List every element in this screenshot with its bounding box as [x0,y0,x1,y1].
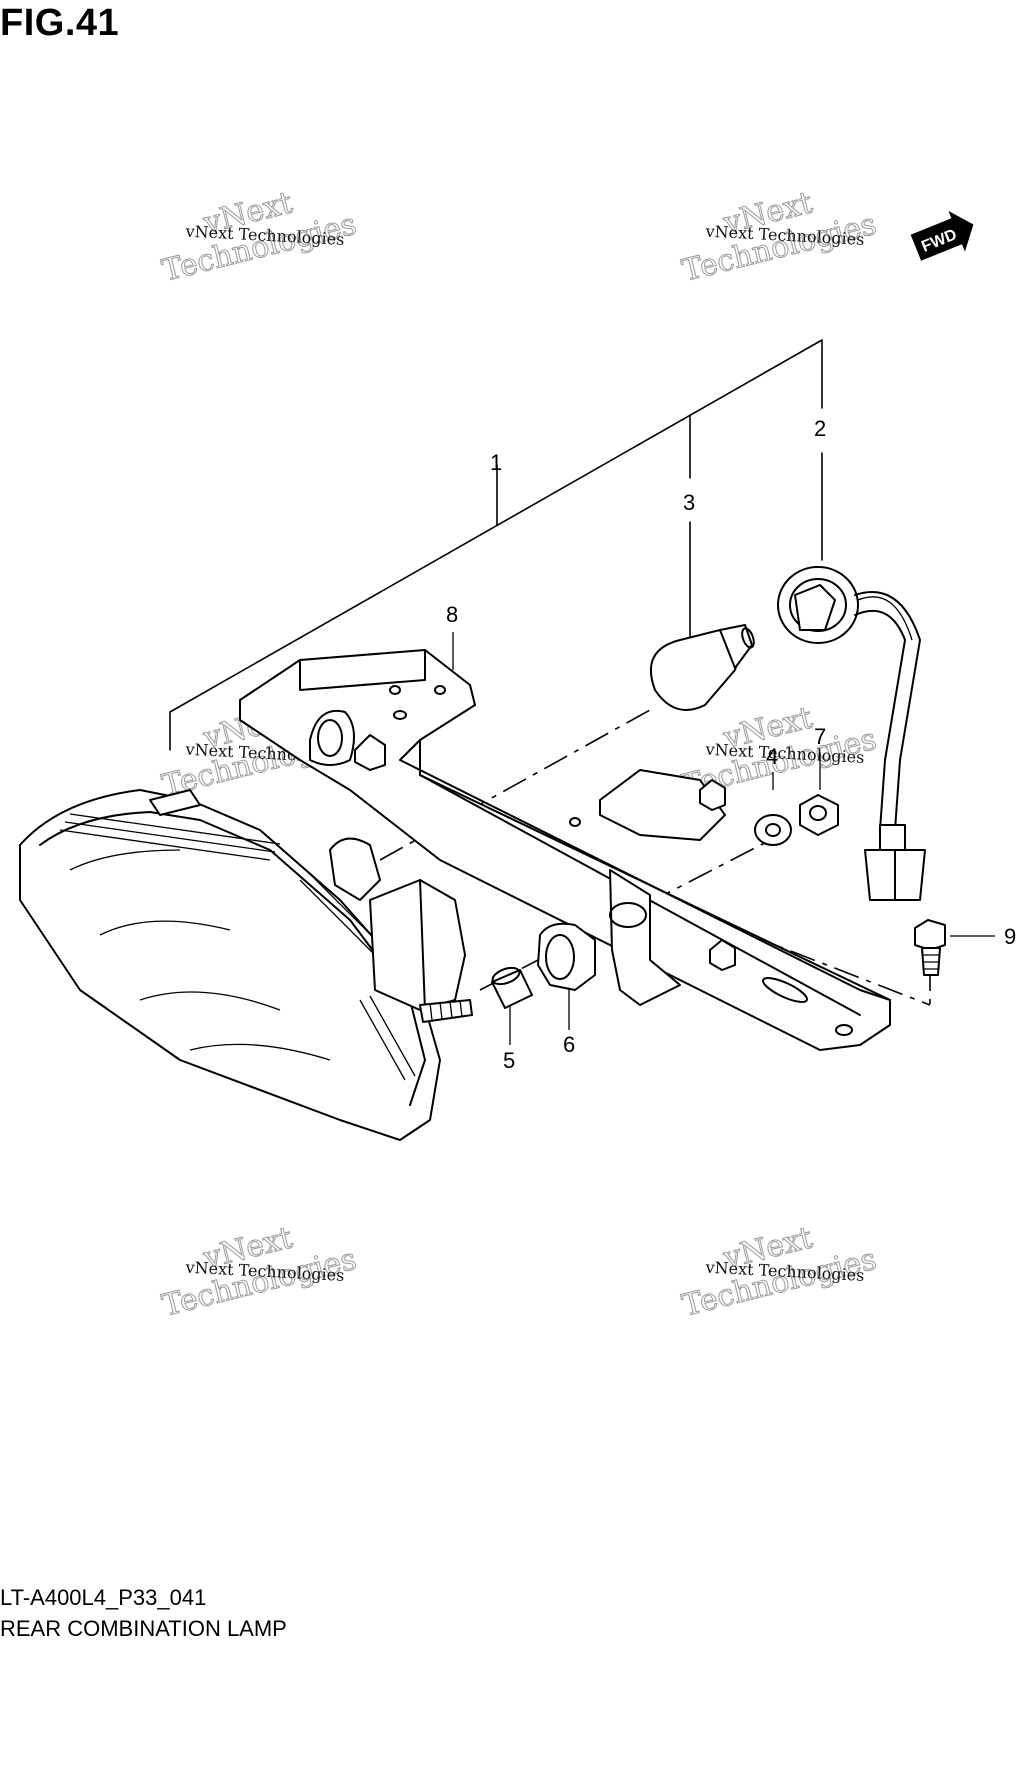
watermark-bottom-right: vNext Technologies vNext Technologies [678,1220,880,1324]
part-2-socket-harness [777,566,926,901]
callout-3: 3 [683,490,695,515]
part-7-nut [799,794,839,836]
watermark-top-right: vNext Technologies vNext Technologies [678,185,880,289]
part-4-washer [754,814,792,846]
callout-2: 2 [814,416,826,441]
part-3-bulb [650,624,755,711]
part-9-bolt [914,919,946,976]
watermark-bottom-left: vNext Technologies vNext Technologies [158,1220,360,1324]
figure-title: FIG.41 [0,2,120,44]
part-5-collar [491,966,533,1009]
callout-1: 1 [490,450,502,475]
assembly-bracket-lines [169,339,823,751]
part-6-grommet [537,922,596,991]
callout-5: 5 [503,1048,515,1073]
callout-8: 8 [446,602,458,627]
callout-9: 9 [1004,924,1016,949]
fwd-arrow-icon: FWD [910,210,974,261]
part-8-mounting-bracket [239,649,891,1051]
watermark-top-left: vNext Technologies vNext Technologies [158,185,360,289]
figure-caption: REAR COMBINATION LAMP [0,1616,287,1641]
callout-4: 4 [766,744,778,769]
callout-7: 7 [814,724,826,749]
callout-6: 6 [563,1032,575,1057]
model-code: LT-A400L4_P33_041 [0,1585,207,1610]
part-1-lamp-assembly [19,789,473,1141]
